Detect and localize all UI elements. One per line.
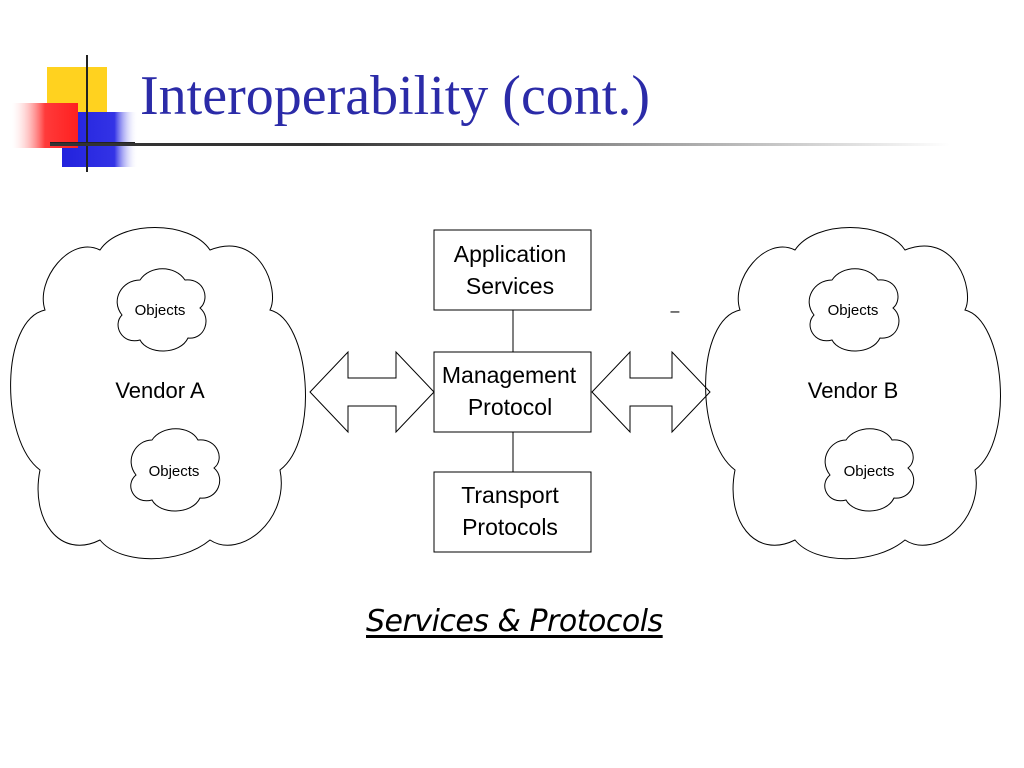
objects-cloud-a-bottom <box>130 428 221 512</box>
vendor-b-label: Vendor B <box>808 378 899 403</box>
slide-title: Interoperability (cont.) <box>140 65 651 127</box>
objects-label-b-top: Objects <box>828 302 879 319</box>
stray-dash-mark: – <box>671 303 680 320</box>
objects-label-a-bottom: Objects <box>149 463 200 480</box>
vendor-a-cloud <box>10 227 306 560</box>
objects-cloud-a-top <box>116 268 207 352</box>
transport-label-line2: Protocols <box>462 514 558 540</box>
objects-label-a-top: Objects <box>135 302 186 319</box>
title-underline <box>50 143 950 146</box>
application-label-line1: Application <box>454 241 567 267</box>
objects-label-b-bottom: Objects <box>844 463 895 480</box>
objects-cloud-b-top <box>808 268 900 352</box>
vendor-a-label: Vendor A <box>115 378 205 403</box>
management-label-line1: Management <box>442 362 577 388</box>
double-arrow-left <box>309 350 435 434</box>
transport-label-line1: Transport <box>461 482 559 508</box>
logo-squares-icon <box>12 55 137 172</box>
management-label-line2: Protocol <box>468 394 552 420</box>
diagram-caption: Services & Protocols <box>366 604 663 639</box>
double-arrow-right <box>591 350 711 434</box>
vendor-b-cloud <box>705 227 1001 560</box>
objects-cloud-b-bottom <box>824 428 915 512</box>
application-label-line2: Services <box>466 273 554 299</box>
